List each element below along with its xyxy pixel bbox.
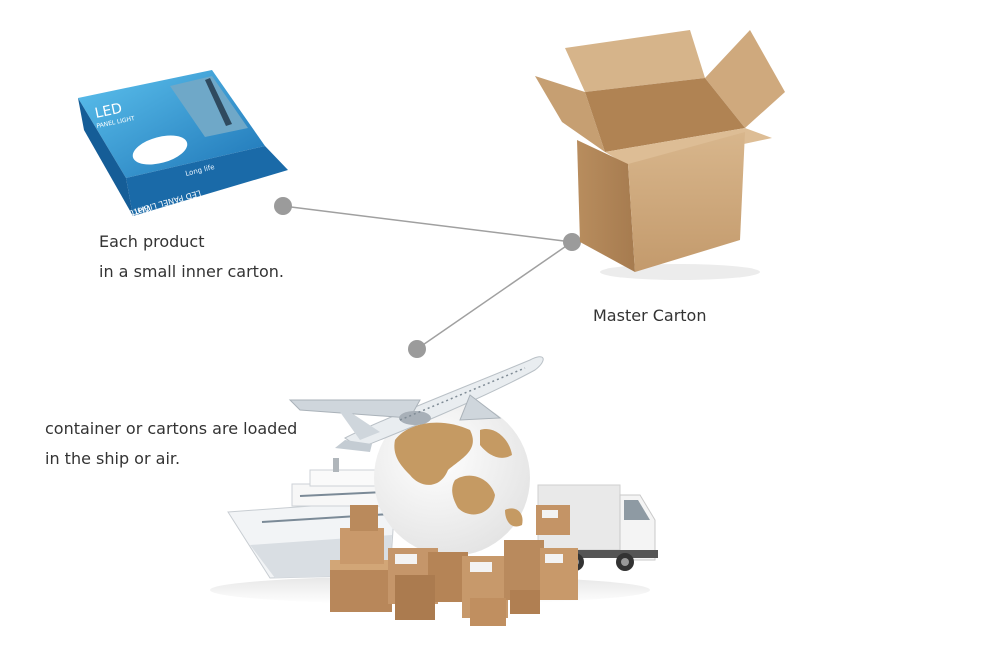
product-brand-text: LED [94,101,124,122]
caption-shipping: container or cartons are loaded in the s… [45,414,297,474]
caption-master-carton: Master Carton [593,306,707,325]
master-carton-box-icon [535,30,785,280]
caption-shipping-line-2: in the ship or air. [45,449,181,468]
caption-shipping-line-1: container or cartons are loaded [45,419,298,438]
connector-lines [274,197,581,358]
connector-node-product [274,197,292,215]
caption-inner-carton-line-2: in a small inner carton. [99,262,284,281]
connector-line-master-to-shipping [416,241,573,350]
led-panel-box-icon: LED PANEL LIGHT Long life LED PANEL LIGH… [78,70,288,218]
globe-icon [374,400,530,556]
connector-line-product-to-master [282,205,573,243]
airplane-icon [288,356,544,452]
parcel-stack-icon [330,505,578,626]
connector-node-master [563,233,581,251]
caption-inner-carton-line-1: Each product [99,232,205,251]
caption-inner-carton: Each product in a small inner carton. [99,227,284,287]
connector-node-shipping [408,340,426,358]
